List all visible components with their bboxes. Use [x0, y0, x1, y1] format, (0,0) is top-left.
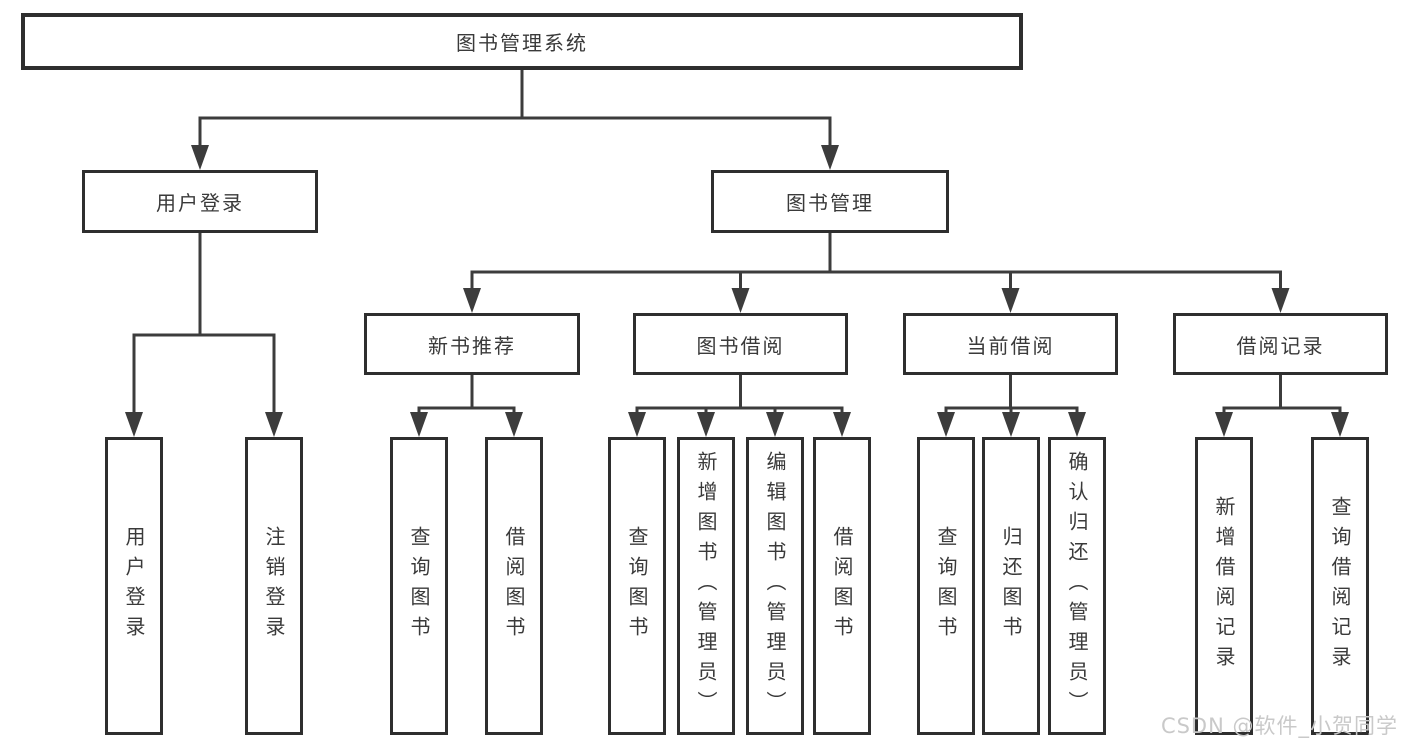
node-label: 新增图书（管理员）	[694, 451, 718, 721]
arrowhead-icon	[1002, 412, 1020, 437]
node-leaf-edit-book: 编辑图书（管理员）	[746, 437, 804, 735]
node-label: 归还图书	[999, 526, 1023, 646]
arrowhead-icon	[731, 288, 750, 313]
node-book-management: 图书管理	[711, 170, 949, 233]
arrowhead-icon	[1068, 412, 1086, 437]
node-new-book-recommend: 新书推荐	[364, 313, 580, 375]
arrowhead-icon	[833, 412, 851, 437]
node-label: 当前借阅	[966, 333, 1055, 358]
arrowhead-icon	[410, 412, 428, 437]
arrowhead-icon	[125, 412, 143, 437]
arrowhead-icon	[505, 412, 523, 437]
node-label: 用户登录	[156, 191, 244, 215]
node-label: 查询图书	[407, 526, 431, 646]
arrowhead-icon	[265, 412, 283, 437]
node-leaf-query-book-3: 查询图书	[917, 437, 975, 735]
node-leaf-add-borrow-record: 新增借阅记录	[1195, 437, 1253, 735]
node-leaf-borrow-book-1: 借阅图书	[485, 437, 543, 735]
arrowhead-icon	[1331, 412, 1349, 437]
node-label: 用户登录	[122, 526, 146, 646]
node-label: 图书管理	[786, 191, 874, 215]
arrowhead-icon	[191, 145, 209, 170]
node-label: 查询图书	[934, 526, 958, 646]
arrowhead-icon	[463, 288, 481, 313]
node-borrow-records: 借阅记录	[1173, 313, 1388, 375]
node-book-borrowing: 图书借阅	[633, 313, 848, 375]
node-current-borrowing: 当前借阅	[903, 313, 1118, 375]
node-label: 借阅图书	[502, 526, 526, 646]
node-root: 图书管理系统	[21, 13, 1023, 70]
arrowhead-icon	[1215, 412, 1233, 437]
node-label: 图书管理系统	[456, 31, 588, 55]
node-label: 图书借阅	[696, 333, 785, 358]
node-leaf-query-book-1: 查询图书	[390, 437, 448, 735]
arrowhead-icon	[821, 145, 839, 170]
node-label: 查询图书	[625, 526, 649, 646]
arrowhead-icon	[766, 412, 784, 437]
node-user-login: 用户登录	[82, 170, 318, 233]
node-leaf-return-book: 归还图书	[982, 437, 1040, 735]
node-label: 查询借阅记录	[1328, 496, 1352, 676]
node-leaf-user-login: 用户登录	[105, 437, 163, 735]
node-leaf-query-borrow-record: 查询借阅记录	[1311, 437, 1369, 735]
node-label: 新书推荐	[428, 333, 516, 358]
node-leaf-borrow-book-2: 借阅图书	[813, 437, 871, 735]
node-leaf-confirm-return: 确认归还（管理员）	[1048, 437, 1106, 735]
node-leaf-query-book-2: 查询图书	[608, 437, 666, 735]
arrowhead-icon	[628, 412, 646, 437]
arrowhead-icon	[697, 412, 715, 437]
arrowhead-icon	[937, 412, 955, 437]
node-label: 编辑图书（管理员）	[763, 451, 787, 721]
node-label: 新增借阅记录	[1212, 496, 1236, 676]
node-leaf-add-book: 新增图书（管理员）	[677, 437, 735, 735]
node-label: 注销登录	[262, 526, 286, 646]
node-label: 借阅记录	[1236, 333, 1325, 358]
arrowhead-icon	[1001, 288, 1020, 313]
arrowhead-icon	[1271, 288, 1290, 313]
node-label: 确认归还（管理员）	[1065, 451, 1089, 721]
node-leaf-logout: 注销登录	[245, 437, 303, 735]
node-label: 借阅图书	[830, 526, 854, 646]
